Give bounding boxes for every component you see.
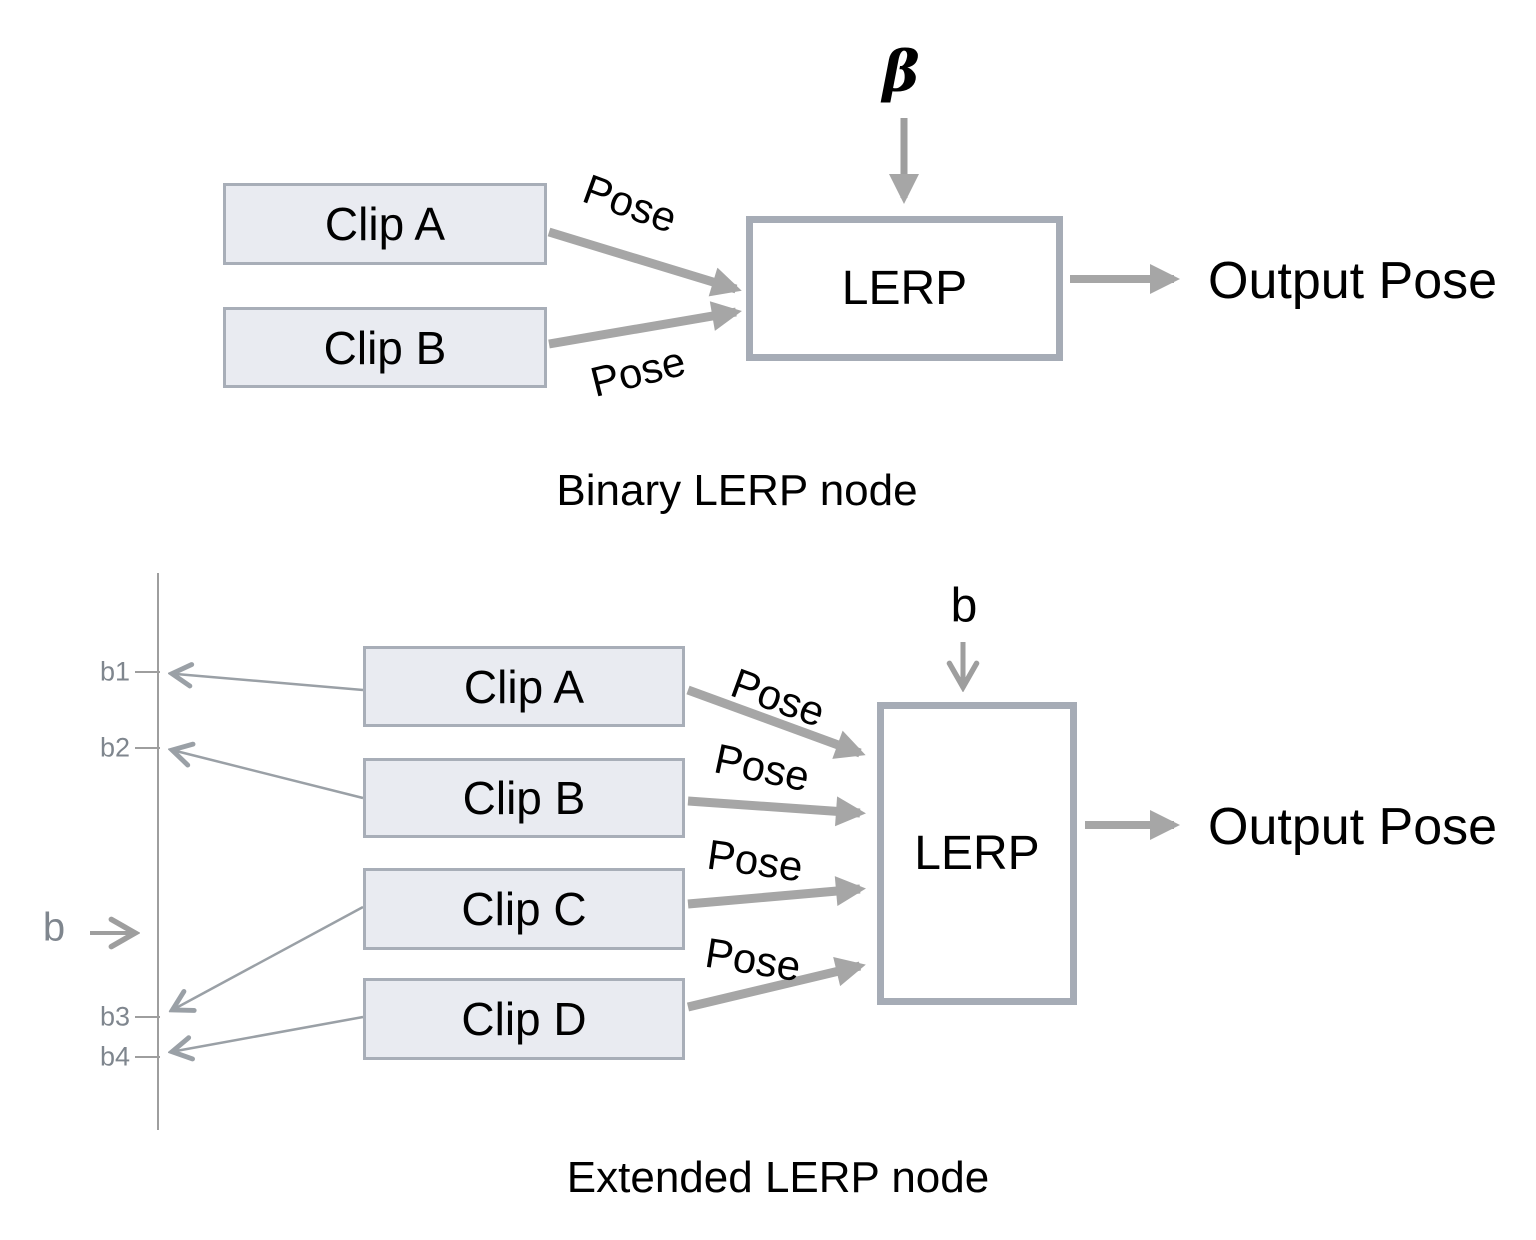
map-arrow-clip-c-b3: [176, 905, 364, 1008]
axis-tick-label-b4: b4: [99, 1041, 130, 1072]
extended-pose-arrow-clip-a: [686, 685, 866, 759]
binary-pose-arrow-clip-b: [548, 301, 742, 349]
binary-clip-b-label: Clip B: [323, 321, 447, 374]
extended-clip-c-box: Clip C: [363, 868, 685, 950]
axis-tick-label-b1: b1: [99, 656, 130, 687]
binary-lerp-box: LERP: [746, 216, 1063, 361]
binary-clip-a-label: Clip A: [324, 198, 446, 250]
extended-clip-a-box: Clip A: [363, 646, 685, 727]
binary-lerp-label: LERP: [841, 262, 968, 315]
extended-clip-d-box: Clip D: [363, 978, 685, 1060]
map-arrow-clip-a-b1: [176, 674, 364, 692]
extended-lerp-label: LERP: [914, 827, 1040, 880]
axis-b-label: b: [42, 905, 66, 950]
extended-clip-b-box: Clip B: [363, 758, 685, 838]
extended-output-pose-label: Output Pose: [1208, 798, 1498, 856]
extended-pose-arrow-clip-c: [687, 876, 866, 909]
axis-tick-label-b2: b2: [99, 732, 130, 763]
extended-clip-a-label: Clip A: [463, 660, 585, 713]
binary-output-pose-label: Output Pose: [1208, 252, 1498, 310]
extended-clip-d-label: Clip D: [461, 993, 587, 1045]
binary-clip-b-box: Clip B: [223, 307, 547, 388]
extended-pose-arrow-clip-b: [687, 796, 866, 827]
binary-caption: Binary LERP node: [556, 466, 918, 515]
binary-clip-a-box: Clip A: [223, 183, 547, 265]
map-arrow-clip-d-b4: [176, 1015, 364, 1051]
binary-pose-arrow-clip-a: [547, 227, 742, 297]
map-arrow-clip-b-b2: [176, 751, 364, 800]
extended-clip-c-label: Clip C: [461, 883, 587, 935]
binary-beta-label: β: [882, 39, 920, 105]
extended-pose-arrow-clip-d: [686, 956, 866, 1012]
extended-lerp-box: LERP: [877, 702, 1077, 1005]
extended-clip-b-label: Clip B: [462, 772, 586, 824]
axis-tick-label-b3: b3: [99, 1001, 130, 1032]
extended-b-label: b: [950, 579, 978, 633]
extended-caption: Extended LERP node: [566, 1153, 990, 1202]
